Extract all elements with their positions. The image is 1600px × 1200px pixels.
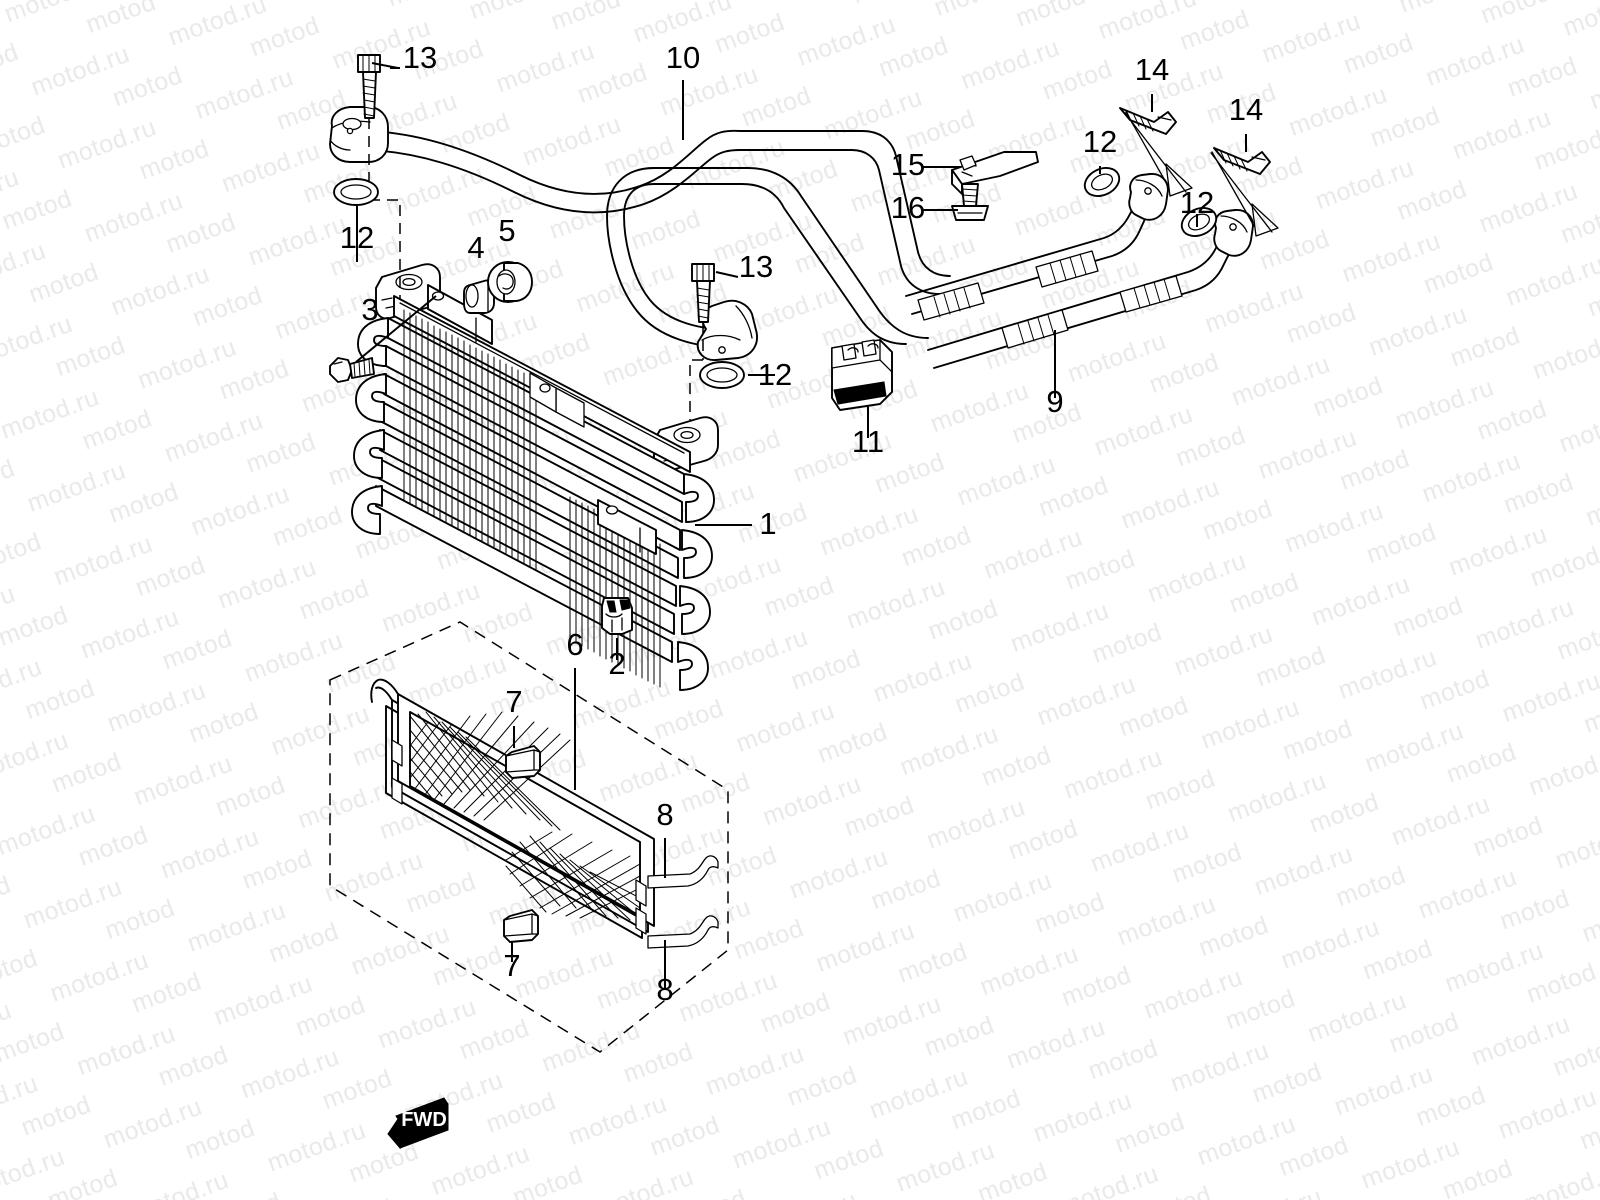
o-ring-pipe-left: [333, 178, 379, 206]
callout-1: 1: [759, 506, 776, 541]
callout-7a: 7: [505, 684, 522, 719]
bolt-pipe-upper: [357, 54, 401, 300]
cooler-right-bends: [677, 473, 715, 691]
hose-ferrule-upper-right: [1035, 250, 1099, 288]
callout-12b: 12: [758, 357, 792, 392]
hose-ferrule-lower-left: [1001, 309, 1069, 349]
callout-3: 3: [361, 292, 378, 327]
callout-14b: 14: [1229, 92, 1263, 127]
callout-11: 11: [852, 424, 884, 459]
grille-cushion-upper: [505, 745, 541, 779]
callout-7b: 7: [503, 948, 520, 983]
o-ring-pipe-right: [699, 361, 745, 389]
hose-guide: [831, 339, 893, 411]
callout-12a: 12: [340, 220, 374, 255]
grille-cushion-lower: [503, 909, 539, 943]
callout-13b: 13: [739, 249, 773, 284]
oil-cooler-core: [351, 263, 719, 691]
callout-12c: 12: [1083, 124, 1117, 159]
hose-ferrule-upper-left: [917, 282, 985, 321]
hose-ferrule-lower-right: [1119, 275, 1183, 313]
callout-4: 4: [467, 230, 484, 265]
grille-hook-upper: [647, 855, 719, 889]
callout-13a: 13: [403, 40, 437, 75]
fwd-arrow-label: FWD: [401, 1109, 447, 1131]
callout-12d: 12: [1180, 185, 1214, 220]
clip: [601, 597, 633, 635]
grille-hook-lower: [647, 915, 719, 949]
o-ring-hose-upper: [1083, 167, 1121, 197]
callout-6: 6: [566, 627, 583, 662]
callout-15: 15: [891, 147, 925, 182]
cushion-grommet: [487, 261, 533, 303]
fwd-arrow: FWD: [387, 1097, 449, 1150]
callout-2: 2: [608, 646, 625, 681]
callout-8a: 8: [656, 797, 673, 832]
callout-5: 5: [498, 213, 515, 248]
callout-14a: 14: [1135, 52, 1169, 87]
callout-9: 9: [1046, 384, 1063, 419]
callout-16: 16: [891, 190, 925, 225]
callout-8b: 8: [656, 972, 673, 1007]
callout-10: 10: [666, 40, 700, 75]
